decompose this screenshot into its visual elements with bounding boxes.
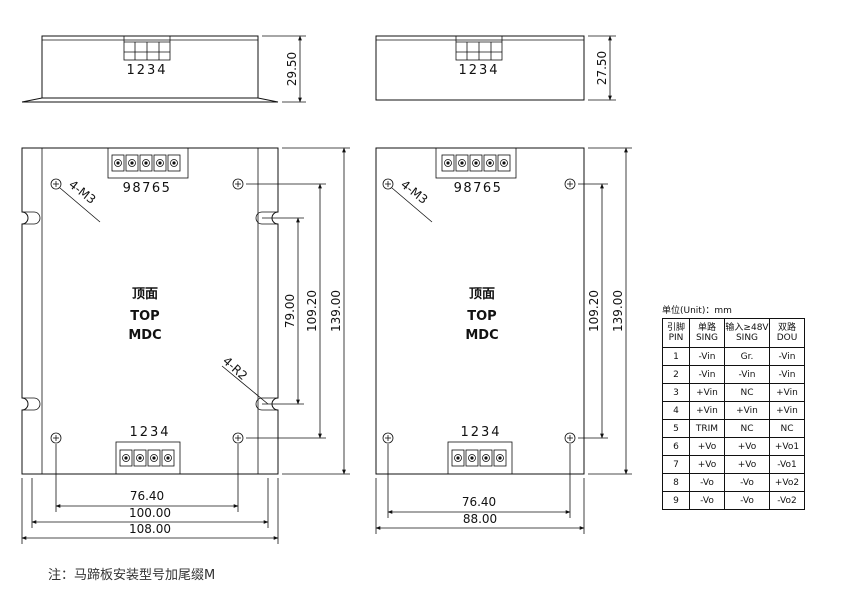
right-dim-outer-height: 139.00 (611, 290, 625, 332)
table-row: 6+Vo+Vo+Vo1 (662, 437, 805, 456)
table-row: 7+Vo+Vo-Vo1 (662, 455, 805, 474)
right-hole-label: 4-M3 (398, 177, 430, 206)
table-row: 4+Vin+Vin+Vin (662, 401, 805, 420)
left-side-view: 1234 29.50 (21, 35, 306, 103)
left-bottom-pin-numbers: 1234 (129, 425, 170, 440)
table-row: 2-Vin-Vin-Vin (662, 365, 805, 384)
unit-label: 单位(Unit)：mm (662, 306, 732, 316)
left-dim-hole-spacing: 76.40 (130, 489, 164, 503)
left-top-view: 98765 4-M3 4-R2 顶面 TOP MDC 1234 79.00 10… (21, 147, 350, 544)
right-top-text: TOP (467, 309, 496, 324)
left-top-text: TOP (130, 309, 159, 324)
right-top-pin-numbers: 98765 (454, 181, 503, 196)
left-hole-label: 4-M3 (66, 177, 98, 206)
left-side-height-dim: 29.50 (285, 52, 299, 86)
right-bottom-pin-numbers: 1234 (460, 425, 501, 440)
left-side-pin-numbers: 1234 (126, 63, 167, 78)
right-dim-outer-width: 88.00 (463, 512, 497, 526)
footnote: 注：马蹄板安装型号加尾缀M (48, 568, 216, 583)
right-model-text: MDC (465, 328, 498, 343)
table-row: 9-Vo-Vo-Vo2 (662, 491, 805, 510)
left-dim-inner-height: 109.20 (305, 290, 319, 332)
left-top-pin-numbers: 98765 (123, 181, 172, 196)
right-dim-hole-spacing: 76.40 (462, 495, 496, 509)
right-side-pin-numbers: 1234 (458, 63, 499, 78)
left-dim-mount-spacing: 79.00 (283, 294, 297, 328)
right-face-label: 顶面 (469, 287, 495, 302)
left-model-text: MDC (128, 328, 161, 343)
right-side-height-dim: 27.50 (595, 51, 609, 85)
left-face-label: 顶面 (132, 287, 158, 302)
right-dim-inner-height: 109.20 (587, 290, 601, 332)
left-dim-outer-height: 139.00 (329, 290, 343, 332)
left-dim-outer-width: 108.00 (129, 522, 171, 536)
left-dim-inner-width: 100.00 (129, 506, 171, 520)
right-side-view: 1234 27.50 (375, 35, 616, 101)
right-top-view: 98765 4-M3 顶面 TOP MDC 1234 109.20 139.00… (375, 147, 632, 534)
table-row: 8-Vo-Vo+Vo2 (662, 473, 805, 492)
